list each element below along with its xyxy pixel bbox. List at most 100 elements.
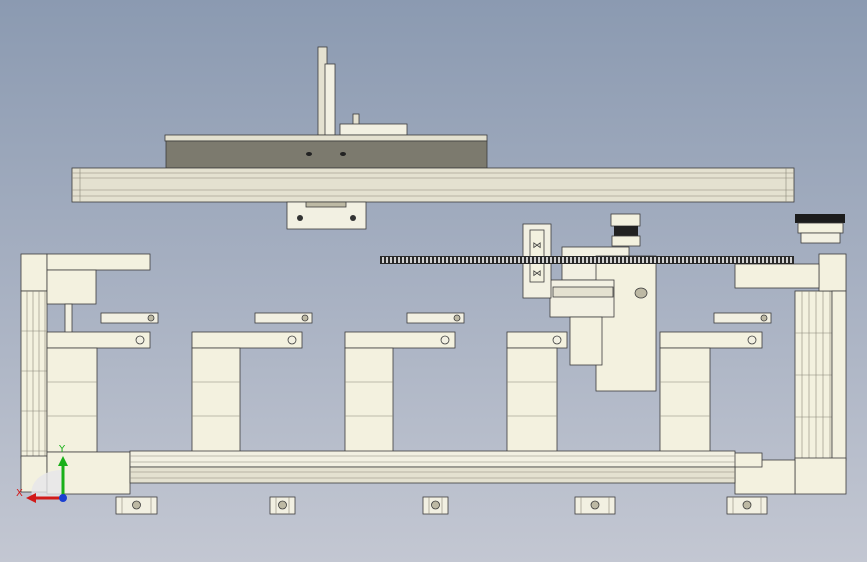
- top-timing-pulley[interactable]: [610, 213, 641, 247]
- rack-tooth: [714, 257, 716, 263]
- rack-tooth: [438, 257, 440, 263]
- rack-tooth: [466, 257, 468, 263]
- rack-tooth: [534, 257, 536, 263]
- rack-tooth: [426, 257, 428, 263]
- x-axis-label: X: [16, 488, 23, 499]
- rack-tooth: [750, 257, 752, 263]
- rack-tooth: [642, 257, 644, 263]
- roller-unit[interactable]: [506, 331, 572, 468]
- vertical-bracket-face: [324, 63, 336, 136]
- tensioner-marks: ⋈: [533, 269, 542, 279]
- rack-tooth: [670, 257, 672, 263]
- mounting-foot[interactable]: [574, 496, 616, 515]
- slider-screw: [350, 215, 356, 221]
- rack-tooth: [742, 257, 744, 263]
- rack-tooth: [626, 257, 628, 263]
- clip-screw: [760, 314, 768, 322]
- rack-tooth: [718, 257, 720, 263]
- mounting-foot[interactable]: [115, 496, 158, 515]
- arm-bolt: [440, 335, 450, 345]
- rack-tooth: [738, 257, 740, 263]
- rack-tooth: [706, 257, 708, 263]
- right-pulley-body: [797, 222, 844, 234]
- rack-tooth: [390, 257, 392, 263]
- rack-tooth: [554, 257, 556, 263]
- drive-block: [569, 316, 603, 366]
- rack-tooth: [550, 257, 552, 263]
- rack-tooth: [774, 257, 776, 263]
- slider-screw: [297, 215, 303, 221]
- motor-port: [634, 287, 648, 299]
- left-roller-top-cap: [20, 253, 48, 292]
- foot-bolt: [431, 500, 440, 510]
- roller-arm: [191, 331, 303, 349]
- rack-tooth: [502, 257, 504, 263]
- rack-tooth: [586, 257, 588, 263]
- roller-arm: [344, 331, 456, 349]
- rack-tooth: [638, 257, 640, 263]
- top-carriage[interactable]: [71, 46, 795, 230]
- rack-tooth: [582, 257, 584, 263]
- roller-clip: [406, 312, 465, 324]
- right-end-roller[interactable]: [734, 214, 847, 495]
- arm-bolt: [747, 335, 757, 345]
- rack-tooth: [486, 257, 488, 263]
- roller-unit[interactable]: [344, 331, 460, 468]
- roller-unit[interactable]: [659, 331, 763, 468]
- right-timing-pulley[interactable]: [795, 214, 845, 244]
- rack-tooth: [446, 257, 448, 263]
- rack-tooth: [746, 257, 748, 263]
- roller-clip: [713, 312, 772, 324]
- plate-hole: [306, 152, 312, 156]
- roller-drum: [46, 347, 98, 453]
- clip-screw: [301, 314, 309, 322]
- rack-tooth: [526, 257, 528, 263]
- mounting-feet[interactable]: [115, 496, 768, 515]
- drive-assembly[interactable]: ⋈ ⋈ ⋈: [380, 213, 794, 392]
- mounting-foot[interactable]: [422, 496, 449, 515]
- arm-bolt: [552, 335, 562, 345]
- mounting-foot[interactable]: [726, 496, 768, 515]
- x-axis-arrow: [26, 493, 36, 503]
- rack-tooth: [634, 257, 636, 263]
- rack-tooth: [462, 257, 464, 263]
- right-top-bracket: [734, 263, 820, 289]
- rack-tooth: [602, 257, 604, 263]
- rack-tooth: [506, 257, 508, 263]
- rack-tooth: [770, 257, 772, 263]
- coordinate-triad: Y X: [16, 444, 68, 503]
- rack-tooth: [514, 257, 516, 263]
- intermediate-rollers[interactable]: [46, 312, 772, 468]
- mounting-foot[interactable]: [269, 496, 296, 515]
- roller-unit[interactable]: [191, 331, 307, 468]
- left-roller-drum: [20, 290, 48, 459]
- rack-tooth: [542, 257, 544, 263]
- top-pulley-hub: [611, 235, 641, 247]
- rack-tooth: [790, 257, 792, 263]
- rack-tooth: [450, 257, 452, 263]
- rack-tooth: [490, 257, 492, 263]
- rack-tooth: [674, 257, 676, 263]
- arm-bolt: [135, 335, 145, 345]
- rack-tooth: [474, 257, 476, 263]
- rack-tooth: [494, 257, 496, 263]
- rack-tooth: [442, 257, 444, 263]
- left-bracket-arm: [64, 303, 73, 335]
- arm-bolt: [287, 335, 297, 345]
- coupling: [552, 286, 614, 298]
- rack-tooth: [654, 257, 656, 263]
- rack-tooth: [518, 257, 520, 263]
- rack-tooth: [710, 257, 712, 263]
- foot-bolt: [590, 500, 600, 510]
- left-bracket-block: [46, 269, 97, 305]
- roller-arm: [659, 331, 763, 349]
- gear-rack: [380, 256, 794, 264]
- rack-tooth: [398, 257, 400, 263]
- rack-tooth: [650, 257, 652, 263]
- rack-tooth: [382, 257, 384, 263]
- rack-tooth: [734, 257, 736, 263]
- rack-tooth: [590, 257, 592, 263]
- bottom-frame[interactable]: [46, 450, 736, 495]
